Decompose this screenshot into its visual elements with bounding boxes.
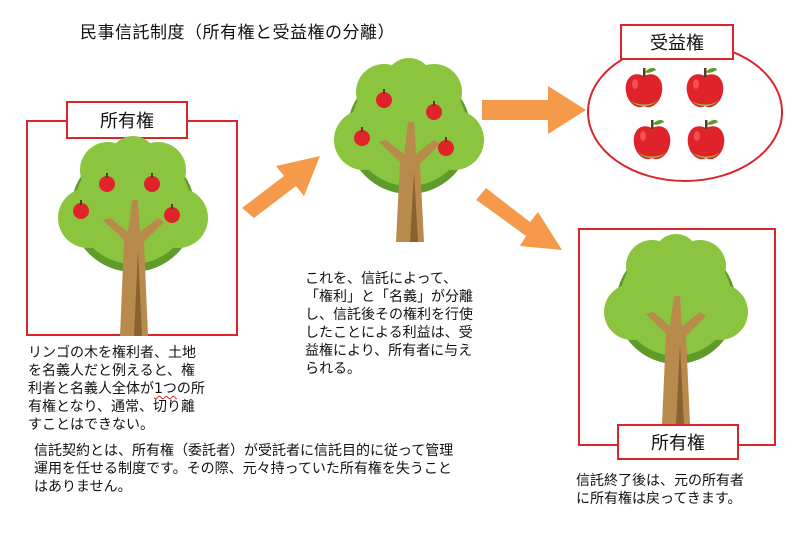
left-caption-segment: 利者と名義人全体が xyxy=(28,381,154,397)
middle-caption-line: られる。 xyxy=(305,361,361,377)
left-caption-line: 有権となり、通常、切り離 xyxy=(28,399,196,415)
bare-tree-icon xyxy=(604,234,748,424)
left-caption-line: を名義人だと例えると、権 xyxy=(28,363,196,379)
left-caption-line: すことはできない。 xyxy=(28,417,154,433)
apples xyxy=(73,173,180,223)
middle-caption-line: し、信託後その権利を行使 xyxy=(305,307,473,323)
left-caption-segment-underlined: 1つ xyxy=(154,381,177,397)
left-caption-line: 利者と名義人全体が1つの所 xyxy=(28,380,205,398)
left-caption-segment: の所 xyxy=(176,381,205,397)
middle-caption-line: これを、信託によって、 xyxy=(305,271,458,287)
explanation-line: はありません。 xyxy=(34,479,132,495)
left-caption: リンゴの木を権利者、土地 を名義人だと例えると、権 利者と名義人全体が1つの所 … xyxy=(28,344,205,434)
middle-caption-line: したことによる利益は、受 xyxy=(305,325,473,341)
apple-icon xyxy=(633,120,671,160)
trust-contract-explanation: 信託契約とは、所有権（委託者）が受託者に信託目的に従って管理 運用を任せる制度で… xyxy=(34,442,453,496)
middle-caption: これを、信託によって、 「権利」と「名義」が分離 し、信託後その権利を行使 した… xyxy=(305,270,473,378)
tree-trunk xyxy=(379,122,440,242)
explanation-line: 信託契約とは、所有権（委託者）が受託者に信託目的に従って管理 xyxy=(34,443,454,459)
arrow-icon xyxy=(482,86,586,134)
middle-caption-line: 「権利」と「名義」が分離 xyxy=(305,289,473,305)
tree-trunk xyxy=(103,200,164,336)
right-caption-line: 信託終了後は、元の所有者 xyxy=(576,473,744,489)
owner-label-right: 所有権 xyxy=(617,424,739,460)
arrow-icon xyxy=(476,188,562,250)
owner-label-left: 所有権 xyxy=(66,101,188,139)
apples xyxy=(354,89,454,156)
apple-tree-icon xyxy=(58,136,208,336)
middle-caption-line: 益権により、所有者に与え xyxy=(305,343,473,359)
left-caption-line: リンゴの木を権利者、土地 xyxy=(28,345,196,361)
tree-trunk xyxy=(646,296,706,424)
benefit-label: 受益権 xyxy=(620,24,734,60)
apple-icon xyxy=(625,68,663,108)
benefit-ellipse xyxy=(587,42,783,182)
apple-icon xyxy=(686,68,724,108)
explanation-line: 運用を任せる制度です。その際、元々持っていた所有権を失うこと xyxy=(34,461,452,477)
apple-tree-icon xyxy=(334,58,484,242)
arrow-icon xyxy=(242,156,320,218)
diagram-title: 民事信託制度（所有権と受益権の分離） xyxy=(80,23,395,43)
right-caption-line: に所有権は戻ってきます。 xyxy=(576,491,742,507)
apple-icon xyxy=(687,120,725,160)
right-caption: 信託終了後は、元の所有者 に所有権は戻ってきます。 xyxy=(576,472,744,508)
